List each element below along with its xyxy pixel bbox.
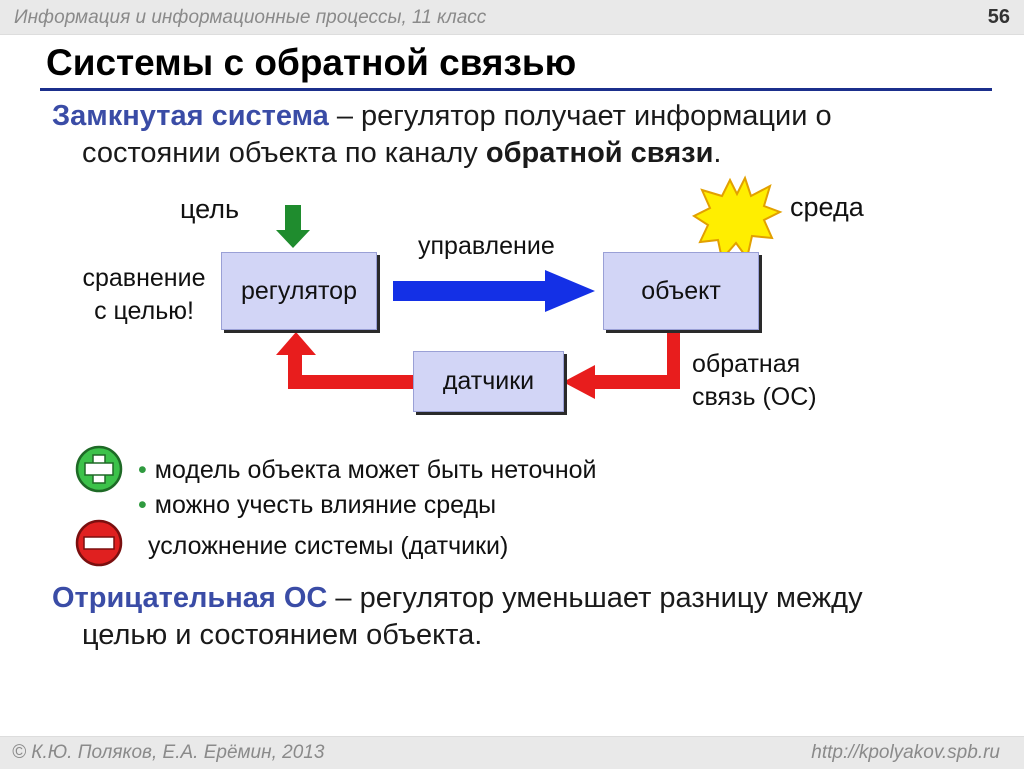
environment-label: среда: [790, 192, 864, 222]
goal-arrow: [276, 205, 310, 248]
comparison-line-1: сравнение: [82, 264, 206, 292]
intro-paragraph: Замкнутая система – регулятор получает и…: [52, 98, 952, 172]
sensors-box: датчики: [413, 351, 564, 412]
intro-text-3: .: [713, 137, 722, 169]
title-underline: [40, 88, 992, 91]
footer-url[interactable]: http://kpolyakov.spb.ru: [811, 742, 1000, 763]
course-title: Информация и информационные процессы, 11…: [14, 7, 487, 28]
object-label: объект: [641, 276, 721, 305]
negative-feedback-paragraph: Отрицательная ОС – регулятор уменьшает р…: [52, 580, 952, 654]
intro-text-1: – регулятор получает информации о: [328, 100, 832, 132]
regulator-box: регулятор: [221, 252, 377, 330]
object-box: объект: [603, 252, 759, 330]
comparison-line-2: с целью!: [94, 297, 194, 325]
goal-label: цель: [180, 194, 240, 224]
regulator-label: регулятор: [241, 276, 357, 305]
footer-bar: [0, 736, 1024, 769]
comparison-note: сравнение с целью!: [64, 262, 224, 328]
feedback-note: обратная связь (ОС): [692, 348, 817, 414]
pro-item-text: модель объекта может быть неточной: [154, 456, 597, 484]
negative-text-1: – регулятор уменьшает разницу между: [327, 582, 863, 614]
control-arrow: [393, 270, 595, 312]
feedback-arrow-in: [563, 332, 680, 399]
intro-text-2: состоянии объекта по каналу: [82, 137, 486, 169]
header-bar: [0, 0, 1024, 35]
negative-term: Отрицательная ОС: [52, 582, 328, 614]
feedback-arrow-out: [276, 332, 414, 389]
feedback-line-1: обратная: [692, 350, 801, 378]
star-burst-icon: [691, 175, 783, 262]
con-item: усложнение системы (датчики): [148, 532, 509, 560]
minus-icon: [75, 519, 123, 567]
pro-item: •модель объекта может быть неточной: [138, 456, 597, 484]
slide-title: Системы с обратной связью: [46, 42, 577, 83]
slide-number: 56: [987, 6, 1010, 28]
footer-authors: © К.Ю. Поляков, Е.А. Ерёмин, 2013: [12, 742, 325, 763]
intro-term: Замкнутая система: [52, 100, 329, 132]
plus-icon: [75, 445, 123, 493]
sensors-label: датчики: [442, 367, 535, 395]
pro-item-text: можно учесть влияние среды: [154, 491, 497, 519]
feedback-line-2: связь (ОС): [692, 383, 817, 411]
intro-bold: обратной связи: [485, 137, 714, 169]
control-label: управление: [418, 232, 555, 260]
negative-text-2: целью и состоянием объекта.: [82, 619, 483, 651]
pro-item: •можно учесть влияние среды: [138, 491, 497, 519]
